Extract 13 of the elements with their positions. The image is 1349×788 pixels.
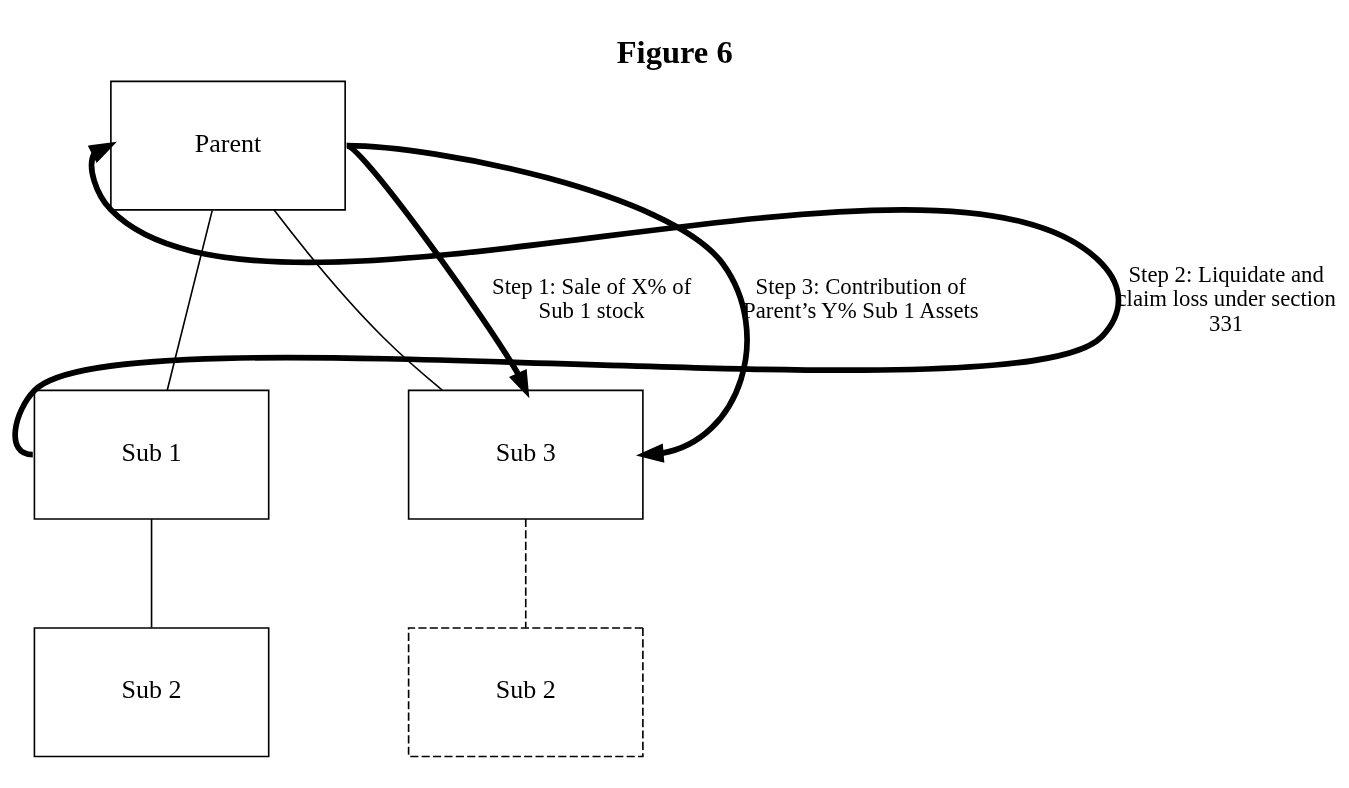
arrow (346, 142, 750, 463)
node-box: Sub 2 (33, 626, 270, 757)
connector (166, 209, 213, 391)
edge-label: Step 1: Sale of X% of Sub 1 stock (492, 273, 692, 323)
arrow (12, 141, 1122, 457)
connector (150, 517, 153, 628)
node-box: Sub 2 (407, 626, 644, 757)
diagram-title: Figure 6 (616, 33, 733, 70)
node-box: Parent (110, 80, 346, 211)
connector (273, 208, 444, 391)
node-box: Sub 3 (407, 389, 644, 520)
connector (524, 517, 527, 628)
node-box: Sub 1 (33, 389, 270, 520)
